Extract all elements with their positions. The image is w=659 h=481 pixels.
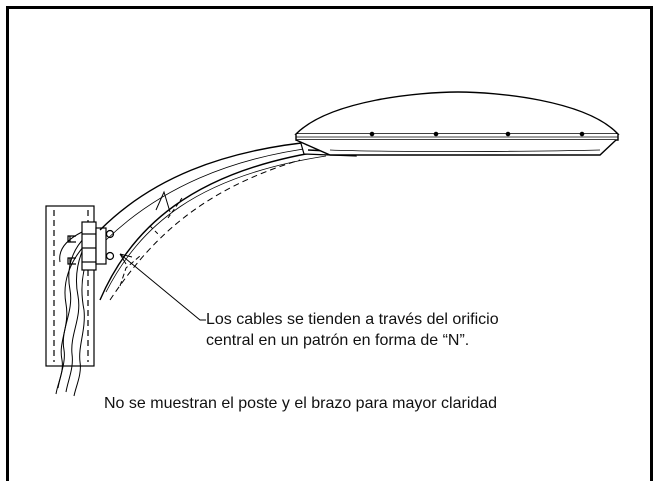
diagram-caption: No se muestran el poste y el brazo para … <box>104 395 498 412</box>
callout-line-1: Los cables se tienden a través del orifi… <box>206 311 499 328</box>
diagram-frame <box>6 6 653 481</box>
callout-leader <box>119 253 206 321</box>
mounting-hardware <box>67 221 115 271</box>
callout-line-2: central en un patrón en forma de “N”. <box>206 332 470 349</box>
luminaire-head <box>294 91 620 156</box>
cable-routing-callout: Los cables se tienden a través del orifi… <box>206 309 499 351</box>
support-arm <box>99 140 331 301</box>
wires <box>55 231 91 397</box>
